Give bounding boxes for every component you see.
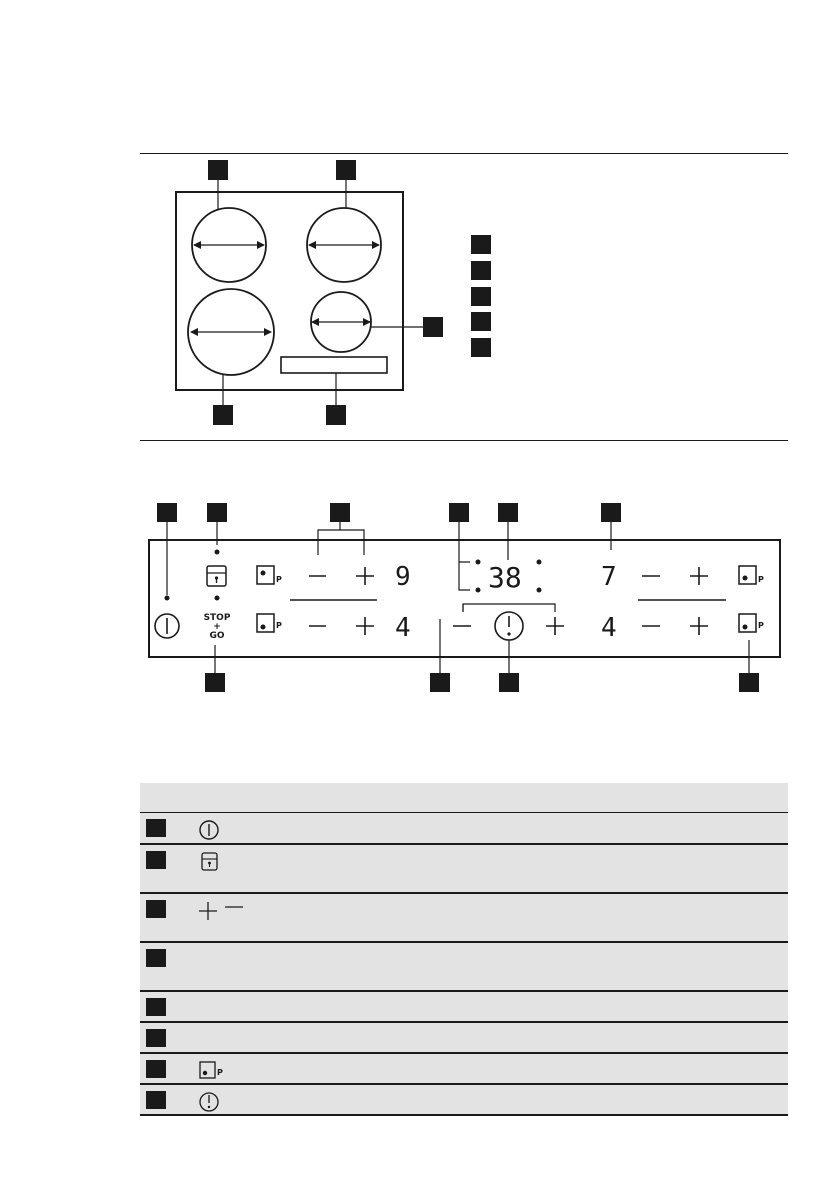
legend-number-box xyxy=(146,1059,166,1078)
legend-header-row xyxy=(140,783,788,813)
display-rear-right: 4 xyxy=(601,613,617,643)
legend-row: P xyxy=(140,1052,788,1085)
key-box xyxy=(471,235,491,254)
display-rear-left: 4 xyxy=(395,613,411,643)
callout-marker xyxy=(213,375,233,425)
boost-icon[interactable]: P xyxy=(738,613,764,633)
on-off-indicator xyxy=(164,595,170,601)
key-box xyxy=(471,338,491,357)
timer-icon[interactable] xyxy=(494,611,524,641)
callout-marker xyxy=(207,503,227,545)
legend-row xyxy=(140,843,788,894)
timer-display: 38 xyxy=(488,561,522,594)
callout-marker xyxy=(449,503,470,591)
plus-icon[interactable] xyxy=(690,567,708,585)
legend-number-box xyxy=(146,997,166,1016)
svg-text:P: P xyxy=(217,1068,223,1077)
callout-marker xyxy=(336,160,356,209)
callout-marker xyxy=(499,640,519,692)
callout-marker xyxy=(205,645,225,692)
lock-icon[interactable] xyxy=(206,565,227,587)
legend-number-box xyxy=(146,948,166,967)
boost-icon[interactable]: P xyxy=(738,565,764,585)
legend-number-box xyxy=(146,1028,166,1047)
legend-number-box xyxy=(146,850,166,869)
display-front-left: 9 xyxy=(395,562,411,592)
boost-icon[interactable]: P xyxy=(256,613,282,633)
zone-indicator xyxy=(536,587,542,593)
boost-icon[interactable]: P xyxy=(256,565,282,585)
legend-number-box xyxy=(146,819,166,837)
legend-row xyxy=(140,1021,788,1054)
zone-indicator xyxy=(475,587,481,593)
control-panel-outline xyxy=(280,356,388,374)
legend-row xyxy=(140,892,788,943)
callout-marker xyxy=(739,640,759,692)
control-panel xyxy=(148,539,781,658)
plus-label: + xyxy=(213,622,221,632)
legend-number-box xyxy=(146,1090,166,1109)
on-off-icon[interactable] xyxy=(154,613,180,639)
legend-row xyxy=(140,1083,788,1116)
key-box xyxy=(471,312,491,331)
plus-icon[interactable] xyxy=(690,617,708,635)
lock-icon xyxy=(201,851,218,871)
plus-icon[interactable] xyxy=(356,567,374,585)
svg-text:P: P xyxy=(276,621,282,630)
middle-rule xyxy=(140,440,788,441)
stop-label[interactable]: STOP xyxy=(204,613,231,623)
callout-marker xyxy=(498,503,518,560)
timer-icon xyxy=(199,1091,219,1112)
zone-front-left xyxy=(187,288,275,376)
top-rule xyxy=(140,153,788,154)
svg-text:P: P xyxy=(276,575,282,584)
callout-marker xyxy=(601,503,621,550)
zone-front-right xyxy=(310,291,372,353)
stop-go-indicator xyxy=(214,595,220,601)
zone-rear-left xyxy=(191,207,267,283)
legend-row xyxy=(140,812,788,845)
zone-indicator xyxy=(536,559,542,565)
key-box xyxy=(471,261,491,280)
on-off-icon xyxy=(199,820,219,840)
callout-marker xyxy=(317,503,365,555)
go-label[interactable]: GO xyxy=(209,631,224,641)
callout-marker xyxy=(208,160,228,209)
zone-rear-right xyxy=(306,207,382,283)
boost-icon: P xyxy=(199,1060,223,1079)
svg-text:P: P xyxy=(758,621,764,630)
legend-row xyxy=(140,941,788,992)
hob-outline xyxy=(175,191,404,391)
lock-indicator xyxy=(214,549,220,555)
key-box xyxy=(471,287,491,306)
plus-icon[interactable] xyxy=(356,617,374,635)
legend-row xyxy=(140,990,788,1023)
callout-marker xyxy=(326,373,346,425)
legend-table: P xyxy=(140,783,788,1116)
legend-number-box xyxy=(146,899,166,918)
display-front-right: 7 xyxy=(601,562,617,592)
timer-plus-icon[interactable] xyxy=(546,617,564,635)
zone-indicator xyxy=(475,559,481,565)
plus-minus-icon xyxy=(199,901,243,920)
callout-marker xyxy=(370,317,443,337)
callout-marker xyxy=(430,603,556,692)
svg-text:P: P xyxy=(758,575,764,584)
callout-marker xyxy=(157,503,177,595)
